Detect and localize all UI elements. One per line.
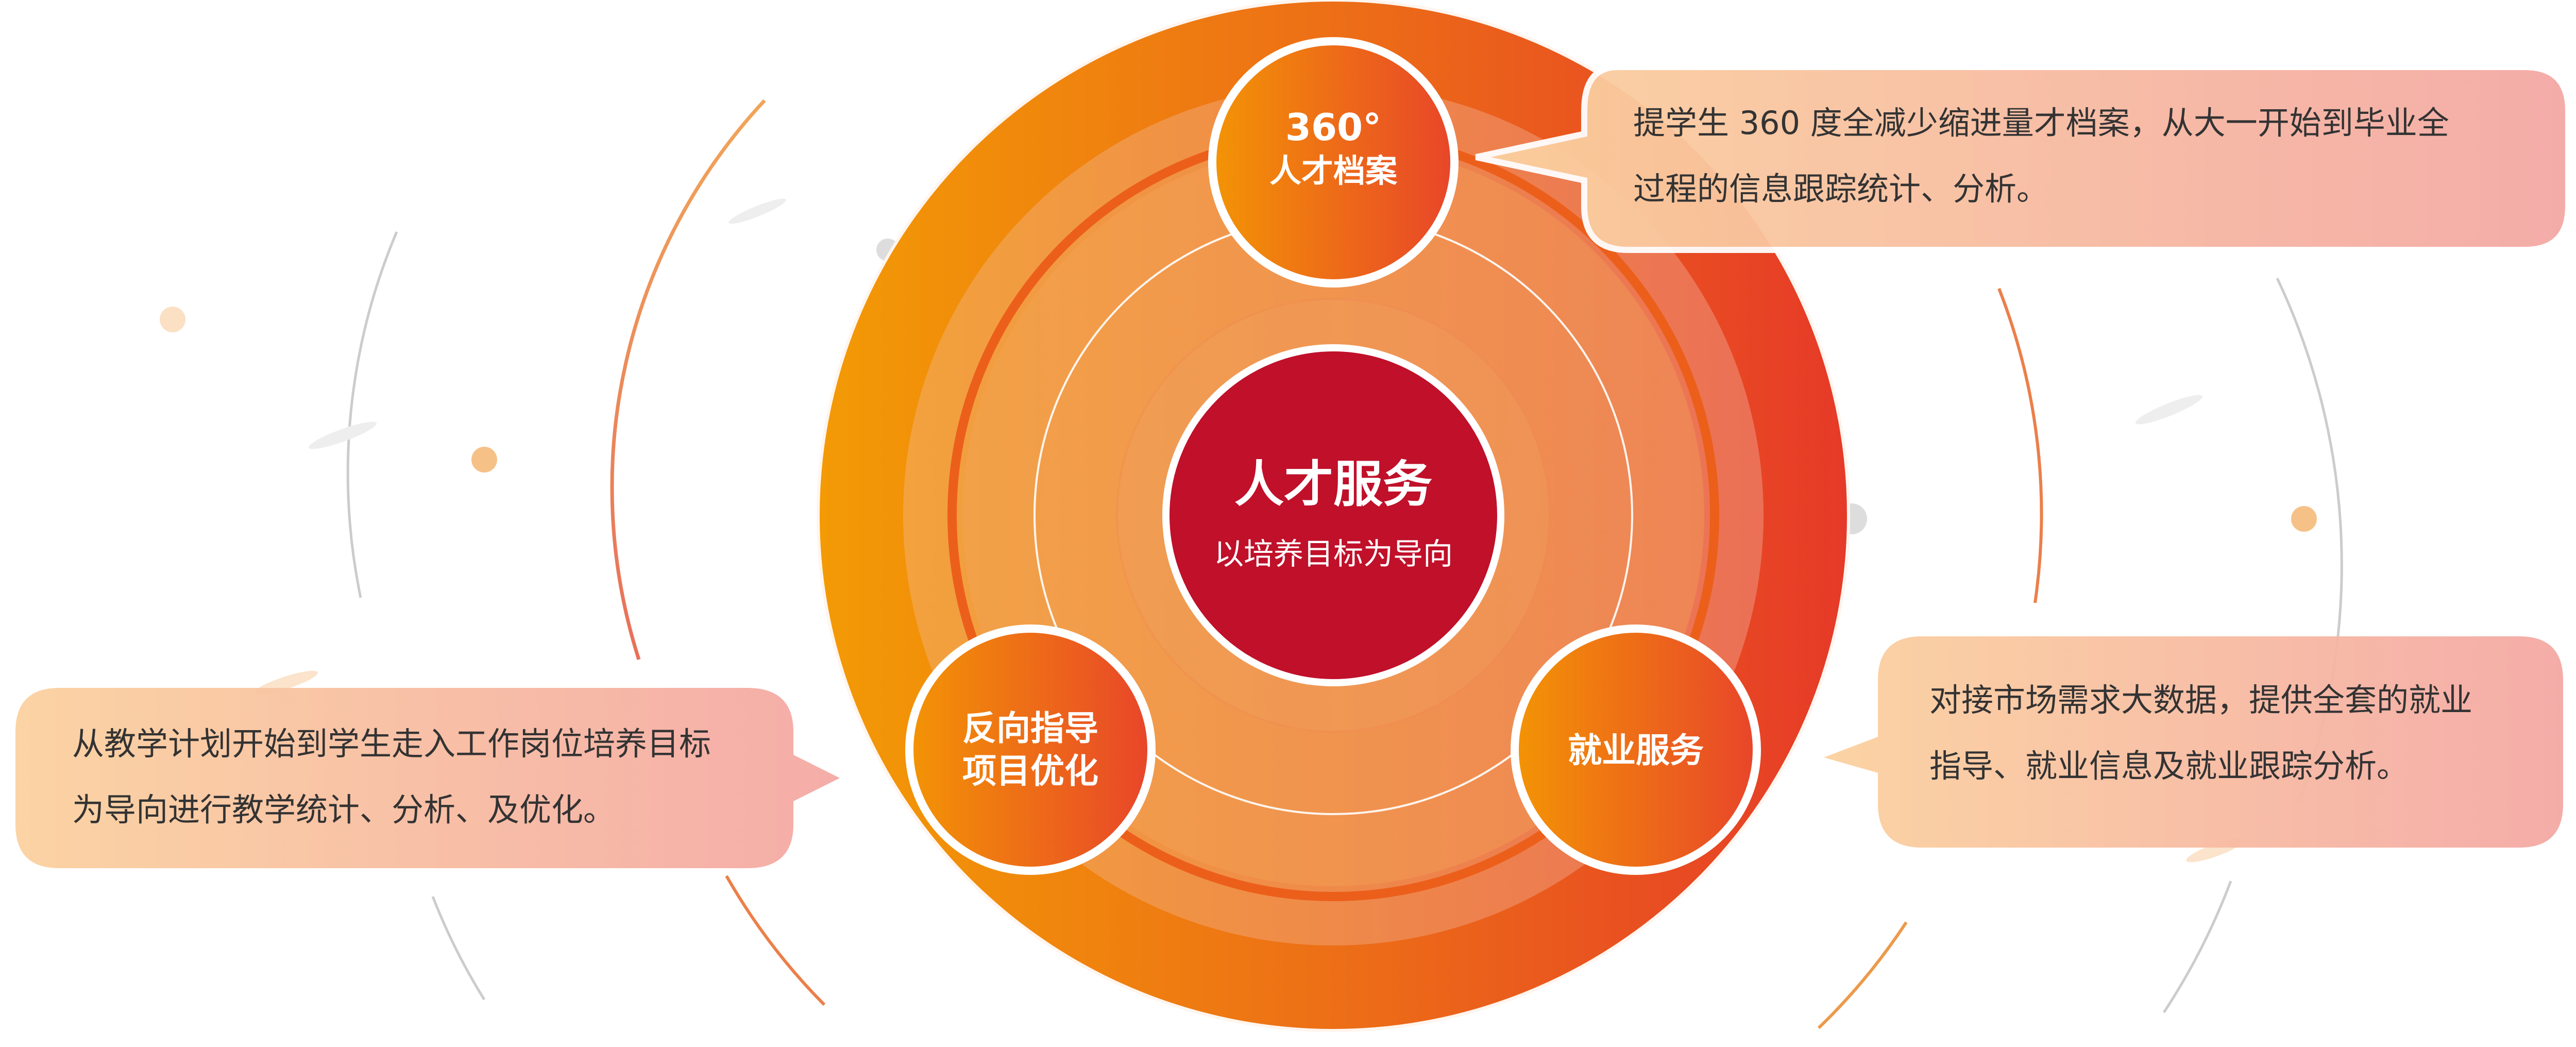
arc-right-orange <box>1997 288 2043 603</box>
callout-reverse-line2: 为导向进行教学统计、分析、及优化。 <box>72 791 616 829</box>
arc-right-orange-bottom <box>1817 921 1908 1029</box>
callout-archive-shape <box>1475 64 2571 253</box>
center-circle <box>1162 344 1504 686</box>
arc-left-orange <box>610 99 766 661</box>
node-employment-circle <box>1511 624 1761 875</box>
center-subtitle: 以培养目标为导向 <box>1213 536 1453 571</box>
callout-archive-line2: 过程的信息跟踪统计、分析。 <box>1633 170 2049 208</box>
callout-archive-line1: 提学生 360 度全减少缩进量才档案，从大一开始到毕业全 <box>1633 104 2449 142</box>
node-archive-line1: 360° <box>1285 106 1382 149</box>
callout-employment-text: 对接市场需求大数据，提供全套的就业 指导、就业信息及就业跟踪分析。 <box>1929 667 2558 799</box>
arc-left-gray <box>346 231 398 598</box>
callout-reverse-text: 从教学计划开始到学生走入工作岗位培养目标 为导向进行教学统计、分析、及优化。 <box>72 711 804 843</box>
callout-employment-line1: 对接市场需求大数据，提供全套的就业 <box>1929 681 2473 719</box>
arc-left-orange-bottom <box>725 875 826 1006</box>
callout-reverse-line1: 从教学计划开始到学生走入工作岗位培养目标 <box>72 725 711 763</box>
callout-employment-line2: 指导、就业信息及就业跟踪分析。 <box>1929 747 2409 785</box>
center-title: 人才服务 <box>1234 455 1432 513</box>
node-reverse-line2: 项目优化 <box>962 751 1098 791</box>
node-employment-line1: 就业服务 <box>1568 731 1704 770</box>
callout-shapes <box>15 64 2571 868</box>
arc-left-gray-bottom <box>431 896 486 1001</box>
node-archive-line2: 人才档案 <box>1269 152 1397 190</box>
background-arcs <box>346 99 2343 1029</box>
arc-right-gray-bottom <box>2162 881 2232 1014</box>
node-reverse-circle <box>905 624 1156 875</box>
node-circles <box>905 37 1761 875</box>
callout-archive-text: 提学生 360 度全减少缩进量才档案，从大一开始到毕业全 过程的信息跟踪统计、分… <box>1633 90 2561 222</box>
node-reverse-line1: 反向指导 <box>962 708 1098 748</box>
callout-reverse-shape <box>15 688 840 868</box>
callout-employment-shape <box>1824 636 2563 848</box>
node-archive-circle <box>1208 37 1459 288</box>
